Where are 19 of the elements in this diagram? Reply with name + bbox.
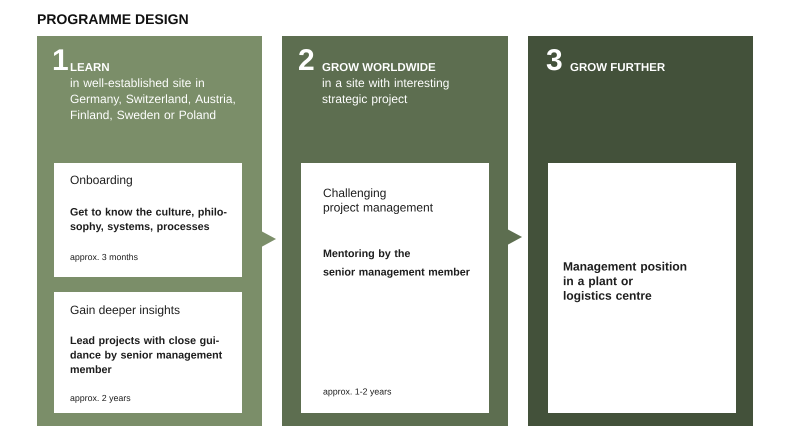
card-heading: Gain deeper insights [70,305,180,316]
duration-text: approx. 2 years [70,394,130,403]
stage-heading: GROW FURTHER [570,62,665,72]
step-number: 1 [54,49,68,70]
card-text: Get to know the culture, philo- sophy, systems, processes [70,208,226,232]
duration-text: approx. 1-2 years [323,388,392,396]
card-heading: Onboarding [70,175,132,186]
stage-heading: GROW WORLDWIDE [322,62,436,72]
stage-heading: LEARN [70,63,109,71]
stage-description: in well-established site in Germany, Switzerland, Austria, Finland, Sweden or Poland [70,78,235,121]
card-text: Management position in a plant or logistics centre [564,262,686,302]
stage-description: in a site with interesting strategic project [322,78,449,106]
card-text: Mentoring by the senior management member [323,249,470,278]
title: PROGRAMME DESIGN [38,14,188,24]
step-number: 3 [546,49,562,70]
duration-text: approx. 3 months [70,254,138,262]
card-heading: Challenging project management [324,188,433,214]
card-text: Lead projects with close gui- dance by senior management member [70,336,222,374]
step-number: 2 [299,49,314,70]
